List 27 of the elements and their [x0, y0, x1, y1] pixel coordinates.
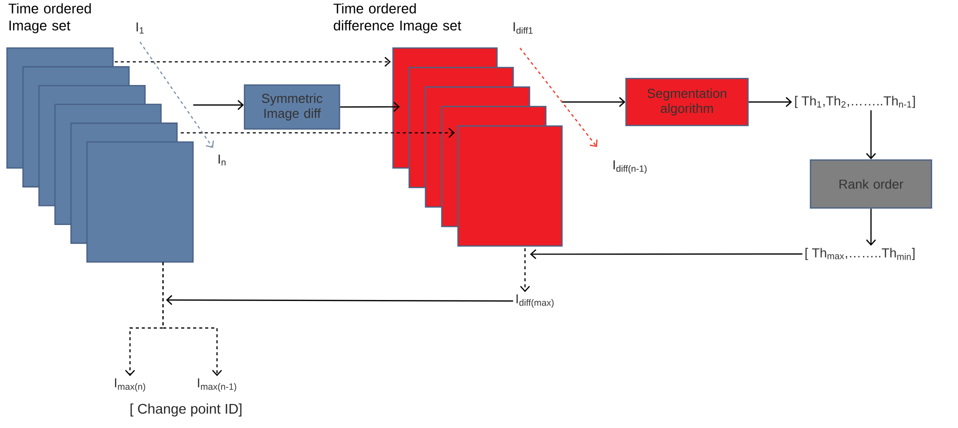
- arrow: [562, 97, 626, 107]
- text-label: I$_{max(n)}$: [115, 378, 146, 392]
- text-label: [ Change point ID]: [130, 403, 242, 416]
- arrow: [866, 110, 876, 160]
- text-label: I$_{1}$: [136, 22, 144, 34]
- dashed-arrow: [114, 56, 391, 67]
- text-label: I$_{n}$: [218, 154, 226, 166]
- stack-heading: Time ordered Image set: [8, 3, 91, 34]
- dashed-arrow: [520, 248, 530, 292]
- dashed-arrow: [180, 128, 455, 138]
- text-label: I$_{diff(max)}$: [516, 294, 554, 308]
- process-box: Rank order: [810, 159, 932, 209]
- arrow: [166, 295, 514, 305]
- dashed-arrow: [162, 262, 222, 376]
- stack-heading: Time ordered difference Image set: [334, 3, 462, 34]
- arrow: [748, 97, 792, 107]
- arrow: [530, 249, 802, 260]
- text-label: I$_{max(n-1)}$: [198, 378, 236, 392]
- process-box: Segmentation algorithm: [625, 78, 749, 126]
- arrow: [193, 100, 244, 110]
- arrow: [340, 102, 400, 112]
- text-label: I$_{diff1}$: [514, 22, 533, 34]
- text-label: I$_{diff(n-1)}$: [614, 160, 647, 174]
- text-label: [ Th$_{1}$,Th$_{2}$,……..Th$_{n-1}$]: [795, 96, 915, 108]
- arrow: [866, 208, 876, 246]
- process-box: Symmetric Image diff: [244, 84, 340, 130]
- text-label: [ Th$_{max}$,……..Th$_{min}$]: [806, 248, 914, 260]
